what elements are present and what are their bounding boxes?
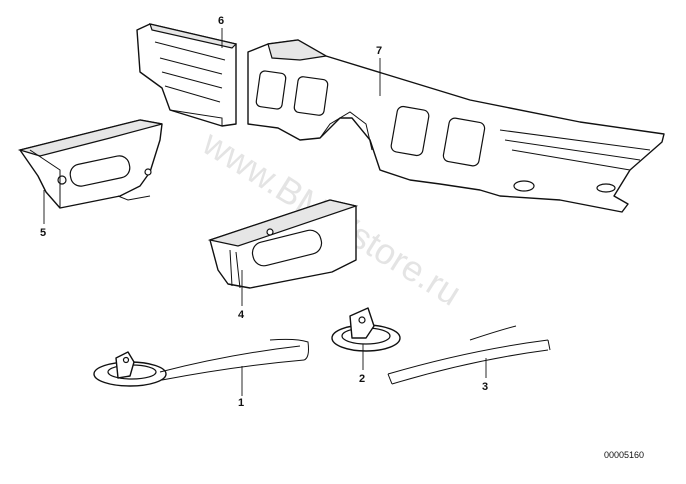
part-4-bracket xyxy=(207,199,359,289)
part-5-support xyxy=(17,119,163,209)
part-6-bracket xyxy=(136,23,238,127)
callout-2: 2 xyxy=(359,373,365,385)
callout-7: 7 xyxy=(376,45,382,57)
callout-4: 4 xyxy=(238,309,245,321)
part-1-grommet-cable xyxy=(93,338,309,387)
callout-3: 3 xyxy=(482,381,488,393)
part-3-cable xyxy=(387,325,551,385)
callout-6: 6 xyxy=(218,15,224,27)
callout-5: 5 xyxy=(40,227,46,239)
diagram-code: 00005160 xyxy=(604,450,644,460)
part-7-cross-member xyxy=(247,39,665,213)
part-2-grommet xyxy=(331,307,401,352)
callout-1: 1 xyxy=(238,397,244,409)
